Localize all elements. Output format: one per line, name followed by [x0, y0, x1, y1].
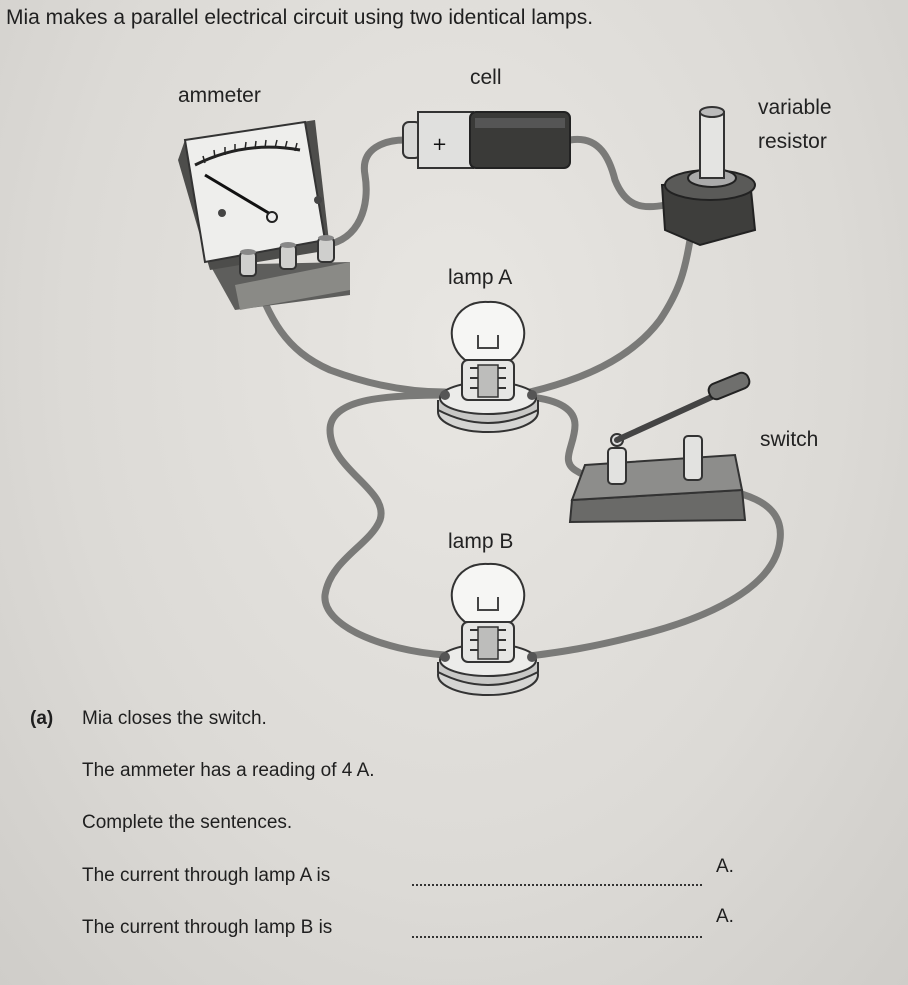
- ammeter-reading: The ammeter has a reading of 4 A.: [82, 760, 375, 782]
- variable-resistor-icon: [662, 107, 755, 245]
- answer-blank-lamp-b[interactable]: [412, 936, 702, 938]
- resistor-label: resistor: [758, 130, 827, 153]
- circuit-diagram: +: [0, 0, 908, 700]
- part-a-marker: (a): [30, 708, 53, 730]
- wire-resistor-to-lamp-a: [530, 240, 690, 392]
- sentence-lamp-a: The current through lamp A is: [82, 865, 330, 887]
- wire-cell-to-resistor: [570, 139, 665, 206]
- unit-lamp-b: A.: [716, 906, 734, 928]
- unit-lamp-a: A.: [716, 856, 734, 878]
- wire-ammeter-to-cell: [325, 140, 405, 245]
- wire-lamp-a-to-lamp-b: [325, 395, 445, 655]
- cell-label: cell: [470, 66, 502, 89]
- answer-blank-lamp-a[interactable]: [412, 884, 702, 886]
- cell-plus-label: +: [432, 134, 447, 155]
- switch-icon: [570, 371, 751, 522]
- instruction-text: Complete the sentences.: [82, 812, 292, 834]
- lamp-a-icon: [438, 302, 538, 432]
- ammeter-icon: [178, 120, 350, 310]
- part-a-text: Mia closes the switch.: [82, 708, 267, 730]
- switch-label: switch: [760, 428, 818, 451]
- lamp-b-label: lamp B: [448, 530, 513, 553]
- lamp-a-label: lamp A: [448, 266, 512, 289]
- sentence-lamp-b: The current through lamp B is: [82, 917, 332, 939]
- variable-label: variable: [758, 96, 832, 119]
- lamp-b-icon: [438, 564, 538, 695]
- ammeter-label: ammeter: [178, 84, 261, 107]
- cell-icon: +: [403, 112, 570, 168]
